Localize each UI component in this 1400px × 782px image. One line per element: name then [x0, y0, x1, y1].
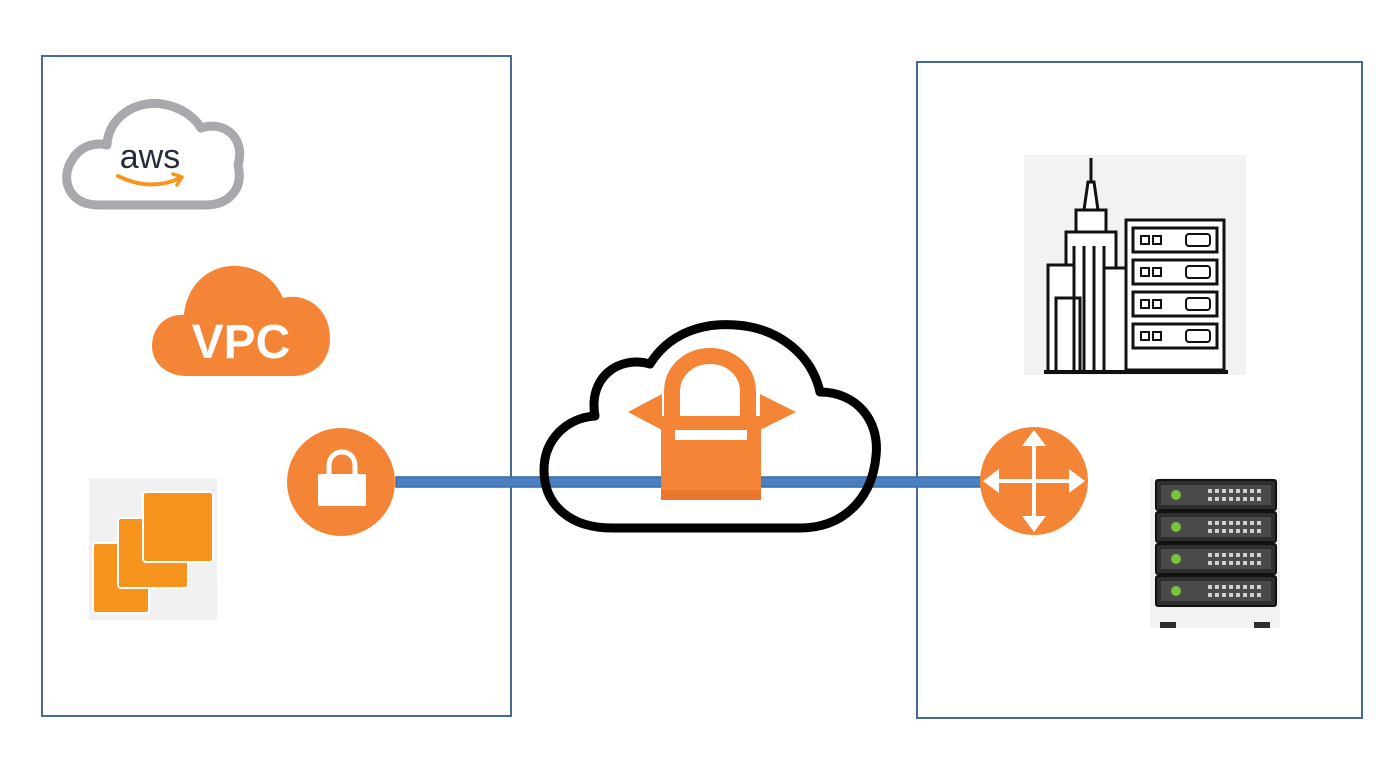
customer-gateway-router-icon [980, 427, 1088, 535]
corporate-datacenter-boundary [916, 61, 1363, 719]
vpn-connection-cloud-icon [539, 320, 881, 533]
vpc-label: VPC [192, 316, 291, 369]
ec2-instances-icon [89, 478, 217, 620]
server-rack-icon [1150, 478, 1280, 628]
aws-vpc-boundary [41, 55, 512, 717]
aws-smile-icon [116, 174, 182, 187]
status-led-icon [1171, 490, 1181, 500]
server-unit [1155, 479, 1277, 511]
status-led-icon [1171, 554, 1181, 564]
rack-foot [1254, 622, 1270, 628]
server-unit [1155, 575, 1277, 607]
server-unit [1155, 543, 1277, 575]
status-led-icon [1171, 586, 1181, 596]
aws-label: aws [120, 138, 180, 176]
server-unit [1155, 511, 1277, 543]
vpn-gateway-padlock-icon [287, 428, 395, 536]
vpc-cloud-icon: VPC [151, 265, 330, 376]
aws-cloud-logo: aws [62, 98, 245, 210]
corporate-datacenter-building-icon [1024, 155, 1246, 375]
rack-foot [1160, 622, 1176, 628]
status-led-icon [1171, 522, 1181, 532]
